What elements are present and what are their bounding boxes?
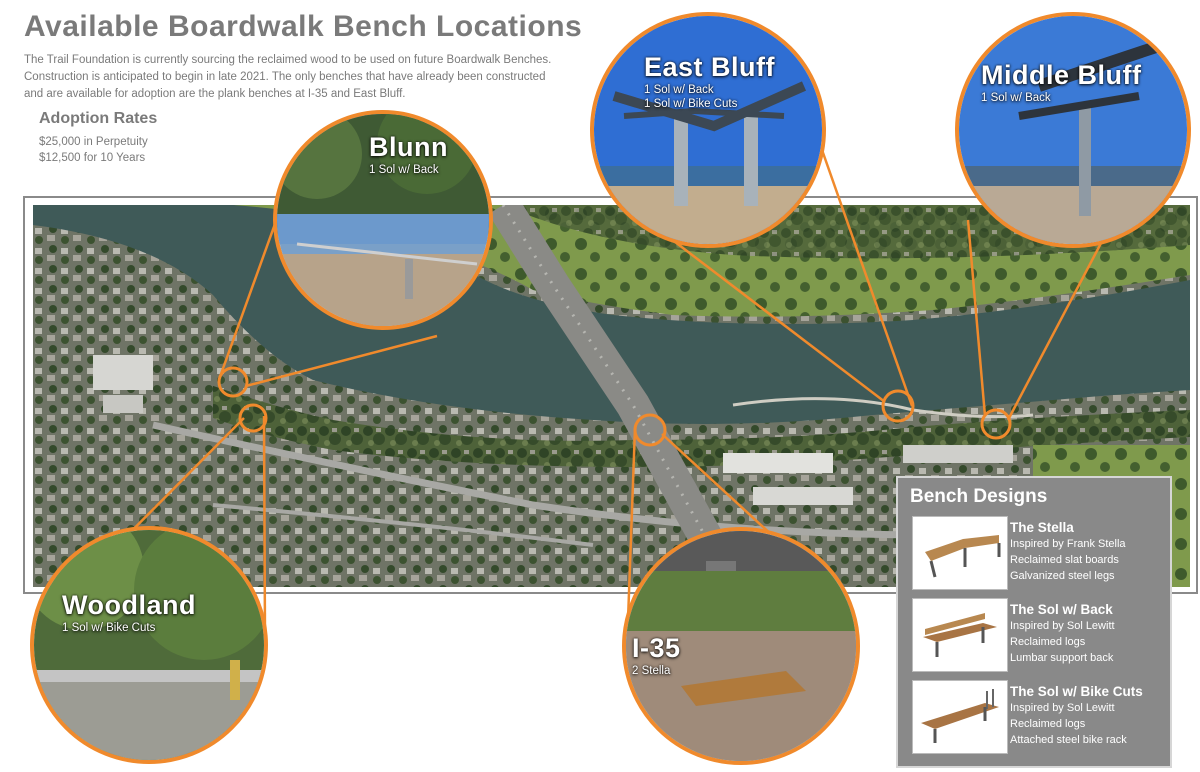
blunn-label: Blunn 1 Sol w/ Back [369, 132, 448, 177]
stella-name: The Stella [1010, 520, 1074, 535]
east-bluff-bench-1: 1 Sol w/ Back [644, 84, 714, 96]
bench-designs-panel: Bench Designs The Stella Inspired by Fra… [896, 476, 1172, 768]
woodland-photo [34, 530, 264, 760]
woodland-label: Woodland 1 Sol w/ Bike Cuts [62, 590, 196, 635]
adoption-rate-perpetuity: $25,000 in Perpetuity [39, 136, 148, 148]
east-bluff-label: East Bluff 1 Sol w/ Back 1 Sol w/ Bike C… [644, 52, 775, 111]
callout-woodland[interactable]: Woodland 1 Sol w/ Bike Cuts [30, 526, 268, 764]
callout-east-bluff[interactable]: East Bluff 1 Sol w/ Back 1 Sol w/ Bike C… [590, 12, 826, 248]
i-35-label: I-35 2 Stella [632, 633, 681, 678]
middle-bluff-bench-1: 1 Sol w/ Back [981, 92, 1051, 104]
middle-bluff-photo [959, 16, 1187, 244]
page-title: Available Boardwalk Bench Locations [24, 10, 583, 43]
woodland-bench-1: 1 Sol w/ Bike Cuts [62, 622, 156, 634]
blunn-title: Blunn [369, 132, 448, 162]
sol-bike-name: The Sol w/ Bike Cuts [1010, 684, 1143, 699]
intro-line-2: Construction is anticipated to begin in … [24, 71, 546, 83]
middle-bluff-title: Middle Bluff [981, 60, 1142, 90]
east-bluff-photo [594, 16, 822, 244]
middle-bluff-label: Middle Bluff 1 Sol w/ Back [981, 60, 1141, 105]
intro-line-3: and are available for adoption are the p… [24, 88, 406, 100]
stella-image [912, 516, 1008, 590]
i-35-title: I-35 [632, 633, 681, 663]
stella-line-2: Reclaimed slat boards [1010, 554, 1119, 566]
i-35-bench-1: 2 Stella [632, 665, 671, 677]
adoption-rates-heading: Adoption Rates [39, 110, 158, 127]
east-bluff-title: East Bluff [644, 52, 776, 82]
sol-bike-bench-graphic [913, 681, 1007, 753]
sol-back-line-2: Reclaimed logs [1010, 636, 1086, 648]
sol-bike-line-2: Reclaimed logs [1010, 718, 1086, 730]
bench-designs-heading: Bench Designs [910, 486, 1048, 507]
stella-line-3: Galvanized steel legs [1010, 570, 1115, 582]
sol-back-line-3: Lumbar support back [1010, 652, 1114, 664]
sol-bike-line-3: Attached steel bike rack [1010, 734, 1127, 746]
i-35-photo [626, 531, 856, 761]
sol-back-image [912, 598, 1008, 672]
callout-middle-bluff[interactable]: Middle Bluff 1 Sol w/ Back [955, 12, 1191, 248]
blunn-photo [277, 114, 489, 326]
sol-bike-line-1: Inspired by Sol Lewitt [1010, 702, 1115, 714]
woodland-title: Woodland [62, 590, 196, 620]
sol-back-line-1: Inspired by Sol Lewitt [1010, 620, 1115, 632]
sol-back-bench-graphic [913, 599, 1007, 671]
sol-bike-image [912, 680, 1008, 754]
callout-blunn[interactable]: Blunn 1 Sol w/ Back [273, 110, 493, 330]
callout-i-35[interactable]: I-35 2 Stella [622, 527, 860, 765]
east-bluff-bench-2: 1 Sol w/ Bike Cuts [644, 98, 738, 110]
adoption-rate-10-years: $12,500 for 10 Years [39, 152, 146, 164]
blunn-bench-1: 1 Sol w/ Back [369, 164, 439, 176]
intro-line-1: The Trail Foundation is currently sourci… [24, 54, 552, 66]
stella-bench-graphic [913, 517, 1007, 589]
sol-back-name: The Sol w/ Back [1010, 602, 1113, 617]
intro-text: The Trail Foundation is currently sourci… [24, 52, 584, 103]
stella-line-1: Inspired by Frank Stella [1010, 538, 1126, 550]
